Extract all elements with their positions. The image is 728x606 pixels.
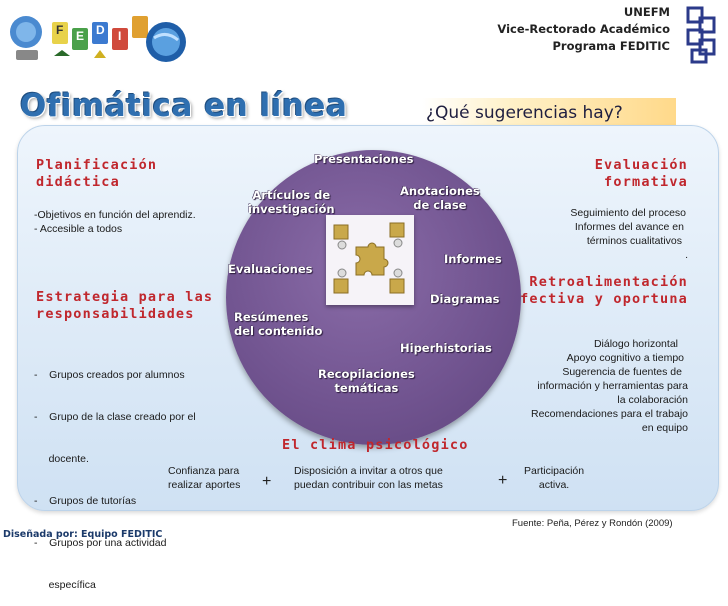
puzzle-people-image: [326, 215, 414, 305]
list-item: Diálogo horizontal: [593, 338, 678, 350]
source-citation: Fuente: Peña, Pérez y Rondón (2009): [512, 518, 673, 529]
clima-item-disposicion: Disposición a invitar a otros que puedan…: [294, 464, 443, 492]
circle-item-line: Resúmenes: [234, 310, 309, 324]
circle-item-line: Recopilaciones: [318, 367, 415, 381]
estrategia-list: - Grupos creados por alumnos - Grupo de …: [34, 340, 196, 606]
circle-item-diagramas: Diagramas: [430, 292, 500, 306]
estrategia-title-line: Estrategia para las: [36, 289, 214, 305]
list-item: - Grupos creados por alumnos: [34, 369, 185, 381]
clima-item-confianza: Confianza para realizar aportes: [168, 464, 240, 492]
circle-item-line: investigación: [248, 202, 335, 216]
circle-item-line: de clase: [413, 198, 467, 212]
list-item: información y herramientas para: [537, 380, 688, 392]
header-institution: UNEFM Vice-Rectorado Académico Programa …: [497, 4, 670, 55]
planificacion-list: -Objetivos en función del aprendiz. - Ac…: [34, 208, 196, 236]
question-banner: ¿Qué sugerencias hay?: [422, 98, 676, 130]
list-item: la colaboración: [617, 394, 688, 406]
circle-item-hiperhistorias: Hiperhistorias: [400, 341, 492, 355]
logo-letter-e: E: [76, 29, 85, 43]
estrategia-title: Estrategia para las responsabilidades: [36, 289, 213, 323]
list-item: - Grupo de la clase creado por el: [34, 411, 196, 423]
logo-letter-d: D: [96, 23, 105, 37]
list-item: términos cualitativos: [586, 235, 682, 247]
feditic-banner-graphic: F E D I: [4, 4, 214, 74]
circle-item-anotaciones: Anotaciones de clase: [400, 184, 480, 212]
clima-title: El clima psicológico: [282, 437, 469, 453]
circle-item-informes: Informes: [444, 252, 502, 266]
circle-item-line: temáticas: [334, 381, 399, 395]
plus-sign: +: [498, 472, 508, 489]
circle-item-recopilaciones: Recopilaciones temáticas: [318, 367, 415, 395]
estrategia-title-line: responsabilidades: [36, 306, 195, 322]
evaluacion-title-line: formativa: [604, 174, 688, 190]
clima-item-line: Disposición a invitar a otros que: [294, 465, 443, 477]
clima-item-line: Confianza para: [168, 465, 240, 477]
list-item: Informes del avance en: [574, 221, 684, 233]
planificacion-title: Planificación didáctica: [36, 157, 157, 191]
clima-item-line: Participación: [524, 465, 585, 477]
retro-title-line: efectiva y oportuna: [510, 291, 688, 307]
list-item: Seguimiento del proceso: [570, 207, 686, 219]
retro-title-line: Retroalimentación: [529, 274, 688, 290]
retro-list: Diálogo horizontal Apoyo cognitivo a tie…: [458, 337, 688, 435]
plus-sign: +: [262, 473, 272, 490]
clima-item-line: realizar aportes: [168, 479, 241, 491]
circle-item-line: Artículos de: [252, 188, 331, 202]
clima-item-line: puedan contribuir con las metas: [294, 479, 443, 491]
circle-item-evaluaciones: Evaluaciones: [228, 262, 313, 276]
program-name: Programa FEDITIC: [552, 39, 670, 53]
list-item: - Accesible a todos: [34, 223, 123, 235]
clima-item-line: activa.: [538, 479, 570, 491]
dept-name: Vice-Rectorado Académico: [497, 22, 670, 36]
list-item: -Objetivos en función del aprendiz.: [34, 209, 196, 221]
logo-letter-i: I: [118, 29, 122, 43]
circle-item-articulos: Artículos de investigación: [248, 188, 335, 216]
circle-item-line: Anotaciones: [400, 184, 480, 198]
org-name: UNEFM: [623, 5, 670, 19]
logo-letter-f: F: [56, 23, 64, 37]
list-item: docente.: [34, 453, 89, 465]
designed-by: Diseñada por: Equipo FEDITIC: [3, 529, 163, 540]
evaluacion-list: Seguimiento del proceso Informes del ava…: [488, 206, 688, 262]
list-item: Sugerencia de fuentes de: [562, 366, 682, 378]
planificacion-title-line: Planificación: [36, 157, 158, 173]
list-item: específica: [34, 579, 96, 591]
circle-item-presentaciones: Presentaciones: [314, 152, 414, 166]
university-logo: [686, 6, 720, 64]
evaluacion-title: Evaluación formativa: [595, 157, 688, 191]
list-item: .: [685, 249, 688, 261]
list-item: en equipo: [641, 422, 688, 434]
retro-title: Retroalimentación efectiva y oportuna: [511, 274, 688, 308]
page-title: Ofimática en línea: [20, 88, 348, 124]
circle-item-resumenes: Resúmenes del contenido: [234, 310, 322, 338]
evaluacion-title-line: Evaluación: [594, 157, 688, 173]
list-item: Recomendaciones para el trabajo: [530, 408, 688, 420]
planificacion-title-line: didáctica: [36, 174, 120, 190]
clima-item-participacion: Participación activa.: [524, 464, 584, 492]
list-item: - Grupos de tutorías: [34, 495, 137, 507]
circle-item-line: del contenido: [234, 324, 323, 338]
list-item: Apoyo cognitivo a tiempo: [566, 352, 684, 364]
